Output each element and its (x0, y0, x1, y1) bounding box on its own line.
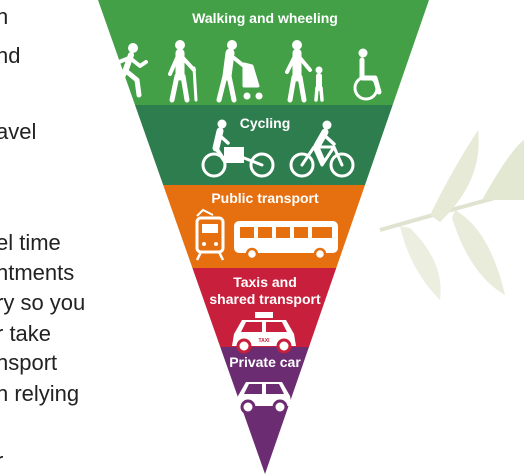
tier-private-car-title: Private car (229, 354, 301, 370)
person-with-cane-icon (168, 40, 198, 103)
taxi-sign-label: TAXI (258, 338, 270, 344)
cargo-bike-icon (201, 119, 275, 178)
background-text-line: nsport (0, 350, 58, 375)
bicycle-icon (289, 120, 355, 178)
tier-walking-title: Walking and wheeling (192, 10, 338, 26)
adult-with-child-icon (285, 40, 324, 103)
background-text-line: el time (0, 230, 61, 255)
background-text-line: ntments (0, 260, 75, 285)
background-text-line: n relying (0, 381, 80, 406)
car-icon (236, 382, 292, 415)
tier-taxis-title-line1: Taxis and (233, 274, 297, 290)
wheelchair-user-icon (353, 48, 382, 101)
background-paragraph: n nd avel el time ntments ry so you r ta… (0, 0, 150, 474)
background-text-line: r take (0, 321, 52, 346)
bus-icon (234, 221, 338, 261)
tier-public-transport-title: Public transport (211, 190, 319, 206)
running-person-icon (108, 43, 148, 98)
background-text-line: r (0, 448, 3, 473)
person-with-pushchair-icon (216, 40, 263, 103)
tier-taxis-title-line2: shared transport (209, 291, 321, 307)
background-text-line: ry so you (0, 290, 86, 315)
background-text-line: n (0, 4, 9, 29)
background-text-line: avel (0, 119, 37, 144)
tram-icon (195, 208, 225, 261)
tier-cycling-title: Cycling (240, 115, 291, 131)
tier-walking-band (98, 0, 429, 105)
background-text-line: nd (0, 43, 21, 68)
taxi-icon: TAXI (232, 312, 296, 354)
